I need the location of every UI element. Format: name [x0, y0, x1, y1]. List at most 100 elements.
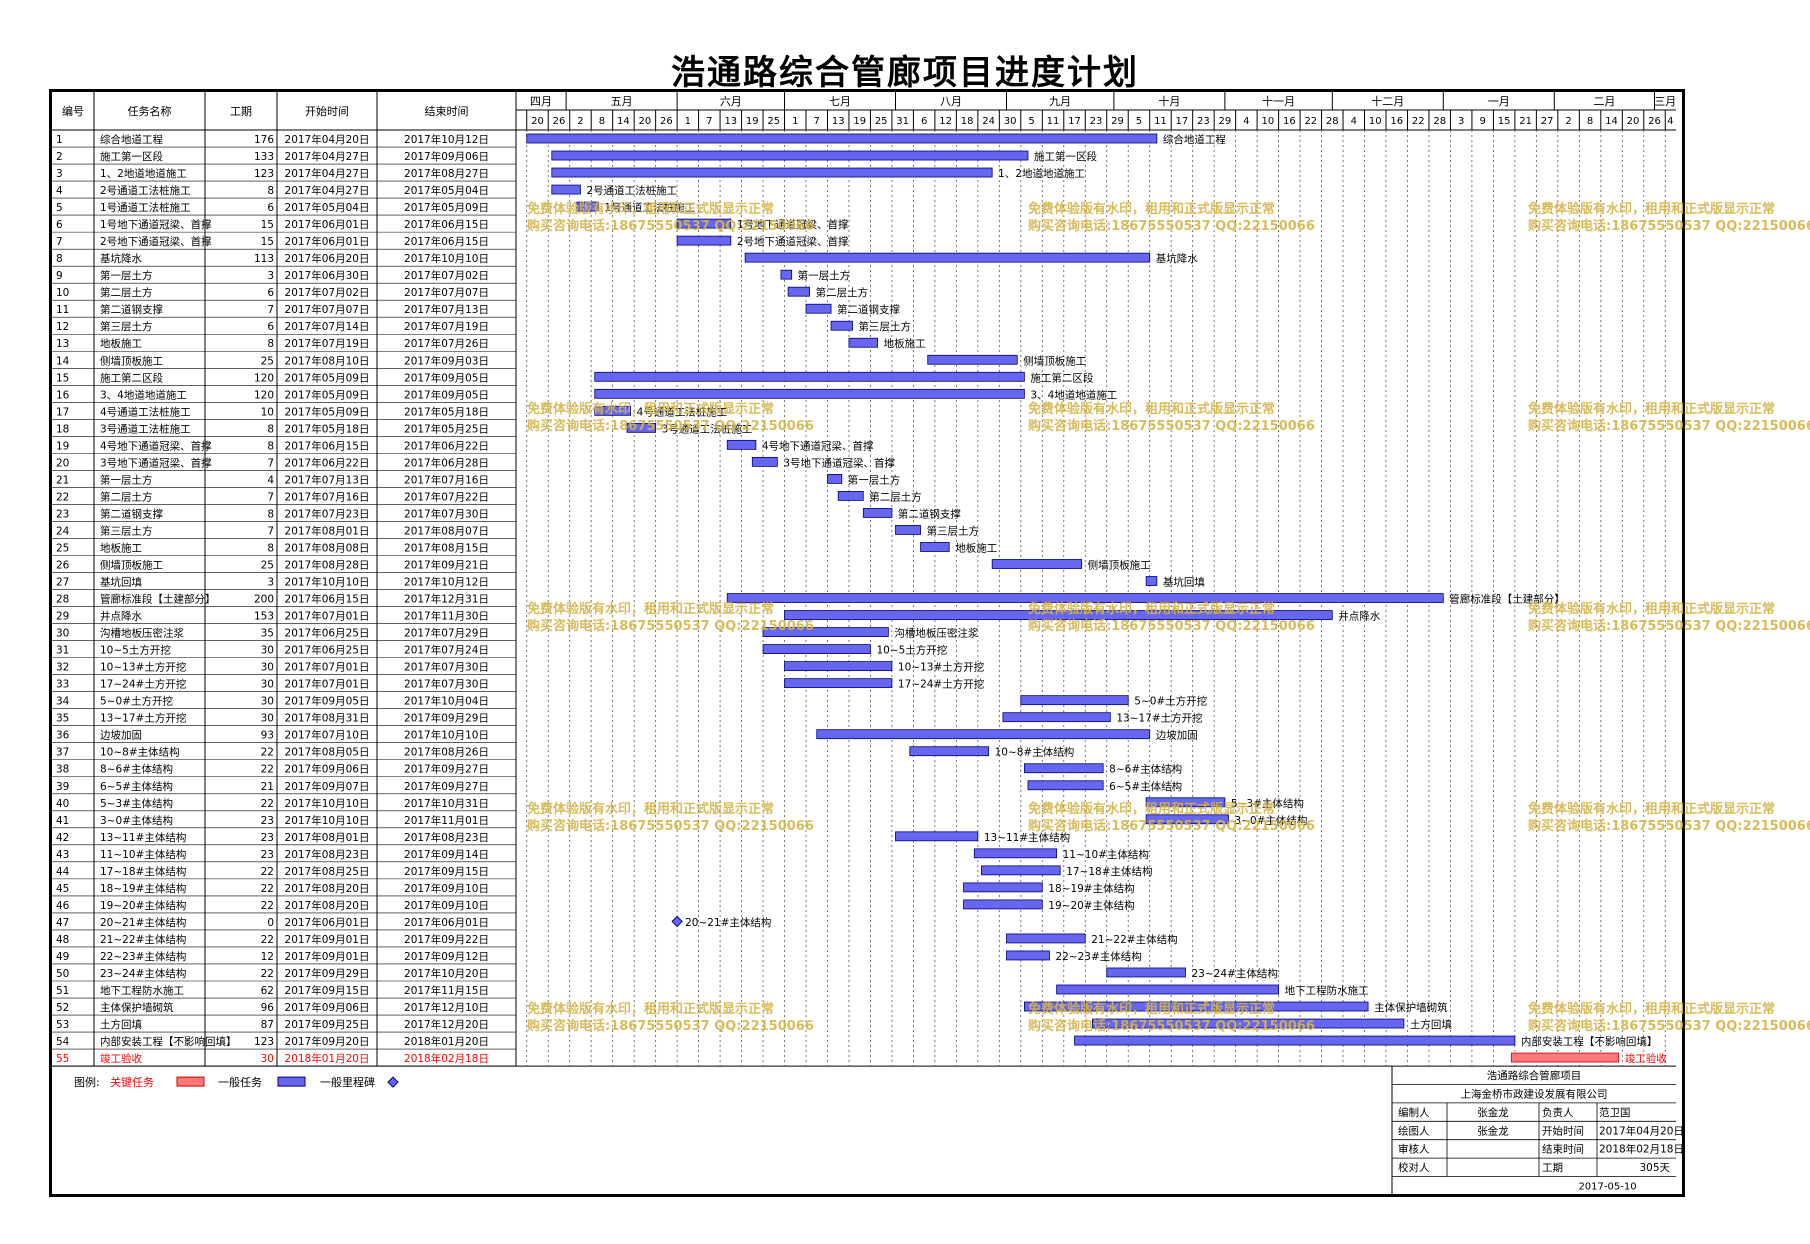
bar-label: 23~24#主体结构	[1192, 967, 1278, 980]
task-id: 22	[56, 491, 69, 503]
tick-label: 29	[1111, 116, 1124, 127]
task-id: 34	[56, 696, 70, 708]
task-name: 内部安装工程【不影响回填】	[100, 1035, 237, 1048]
task-bar	[1020, 695, 1129, 706]
task-bar	[837, 491, 864, 501]
header-id: 编号	[62, 104, 84, 118]
bar-label: 地板施工	[884, 337, 926, 350]
task-duration: 200	[254, 594, 274, 606]
task-bar	[676, 235, 732, 246]
task-id: 50	[56, 968, 69, 980]
task-name: 4号地下通道冠梁、首撑	[100, 439, 212, 452]
tick-label: 10	[1369, 116, 1382, 127]
task-duration: 22	[261, 934, 274, 946]
task-name: 第三层土方	[100, 524, 153, 537]
task-id: 14	[56, 355, 70, 367]
task-id: 8	[56, 253, 63, 265]
task-bar	[626, 422, 657, 433]
task-duration: 23	[261, 815, 274, 827]
task-bar	[784, 678, 893, 689]
task-start: 2017年09月29日	[285, 967, 370, 980]
task-duration: 22	[261, 764, 274, 776]
task-duration: 23	[261, 849, 274, 861]
task-start: 2017年06月25日	[285, 627, 370, 640]
task-id: 42	[56, 832, 69, 844]
bar-label: 井点降水	[1338, 610, 1380, 623]
info-start_label: 开始时间	[1542, 1124, 1584, 1137]
task-start: 2017年07月01日	[285, 661, 370, 674]
task-id: 21	[56, 474, 69, 486]
tick-label: 2	[1565, 116, 1571, 127]
task-id: 51	[56, 985, 69, 997]
task-duration: 22	[261, 968, 274, 980]
tick-label: 17	[1068, 116, 1081, 127]
task-end: 2017年07月16日	[404, 473, 489, 486]
tick-label: 27	[1541, 116, 1554, 127]
task-end: 2017年12月31日	[404, 593, 489, 606]
task-bar	[1145, 576, 1158, 586]
bar-label: 地下工程防水施工	[1285, 984, 1369, 997]
tick-label: 13	[724, 116, 737, 127]
task-name: 10~5土方开挖	[100, 644, 171, 657]
task-start: 2017年06月01日	[285, 916, 370, 929]
bar-label: 第三层土方	[927, 524, 980, 537]
task-bar	[1023, 1001, 1369, 1012]
task-id: 49	[56, 951, 69, 963]
task-name: 3~0#主体结构	[100, 814, 173, 827]
task-end: 2017年08月26日	[404, 746, 489, 759]
task-start: 2017年04月27日	[285, 184, 370, 197]
tick-label: 20	[639, 116, 652, 127]
tick-label: 13	[832, 116, 845, 127]
task-bar	[920, 542, 950, 552]
task-id: 29	[56, 611, 69, 623]
tick-label: 9	[1479, 116, 1485, 127]
task-duration: 22	[261, 747, 274, 759]
task-bar	[594, 371, 1025, 382]
task-end: 2017年07月29日	[404, 627, 489, 640]
task-duration: 153	[254, 611, 274, 623]
task-bar	[676, 218, 732, 229]
bar-label: 3~0#主体结构	[1234, 814, 1307, 827]
task-start: 2017年10月10日	[285, 797, 370, 810]
task-bar	[1056, 984, 1279, 995]
tick-label: 8	[1587, 116, 1593, 127]
task-name: 19~20#主体结构	[100, 899, 186, 912]
task-end: 2017年10月12日	[404, 576, 489, 589]
task-id: 52	[56, 1002, 69, 1014]
task-start: 2017年06月22日	[285, 456, 370, 469]
task-id: 1	[56, 134, 63, 146]
task-bar	[551, 167, 993, 178]
task-name: 沟槽地板压密注浆	[100, 627, 184, 640]
bar-label: 10~13#土方开挖	[898, 661, 984, 674]
bar-label: 侧墙顶板施工	[1023, 354, 1086, 367]
task-end: 2017年09月29日	[404, 712, 489, 725]
bar-label: 13~17#土方开挖	[1116, 712, 1202, 725]
task-duration: 87	[261, 1019, 274, 1031]
task-duration: 4	[267, 474, 274, 486]
task-name: 土方回填	[100, 1018, 142, 1031]
task-name: 10~13#土方开挖	[100, 661, 186, 674]
tick-label: 30	[1004, 116, 1017, 127]
task-name: 1号地下通道冠梁、首撑	[100, 218, 212, 231]
task-duration: 22	[261, 883, 274, 895]
task-start: 2017年05月18日	[285, 422, 370, 435]
bar-label: 施工第二区段	[1030, 371, 1093, 384]
tick-label: 19	[853, 116, 866, 127]
task-duration: 10	[261, 406, 274, 418]
bar-label: 13~11#主体结构	[984, 831, 1070, 844]
task-id: 33	[56, 679, 69, 691]
task-bar	[762, 627, 889, 637]
tick-label: 19	[746, 116, 759, 127]
task-id: 6	[56, 219, 63, 231]
tick-label: 4	[1667, 116, 1673, 127]
task-end: 2017年07月30日	[404, 678, 489, 691]
task-end: 2017年12月20日	[404, 1018, 489, 1031]
task-duration: 22	[261, 866, 274, 878]
tick-label: 26	[553, 116, 566, 127]
task-start: 2017年06月30日	[285, 269, 370, 282]
bar-label: 19~20#主体结构	[1048, 899, 1134, 912]
task-end: 2017年05月09日	[404, 201, 489, 214]
task-start: 2017年06月01日	[285, 218, 370, 231]
milestone-diamond	[671, 915, 683, 928]
tick-label: 24	[982, 116, 995, 127]
